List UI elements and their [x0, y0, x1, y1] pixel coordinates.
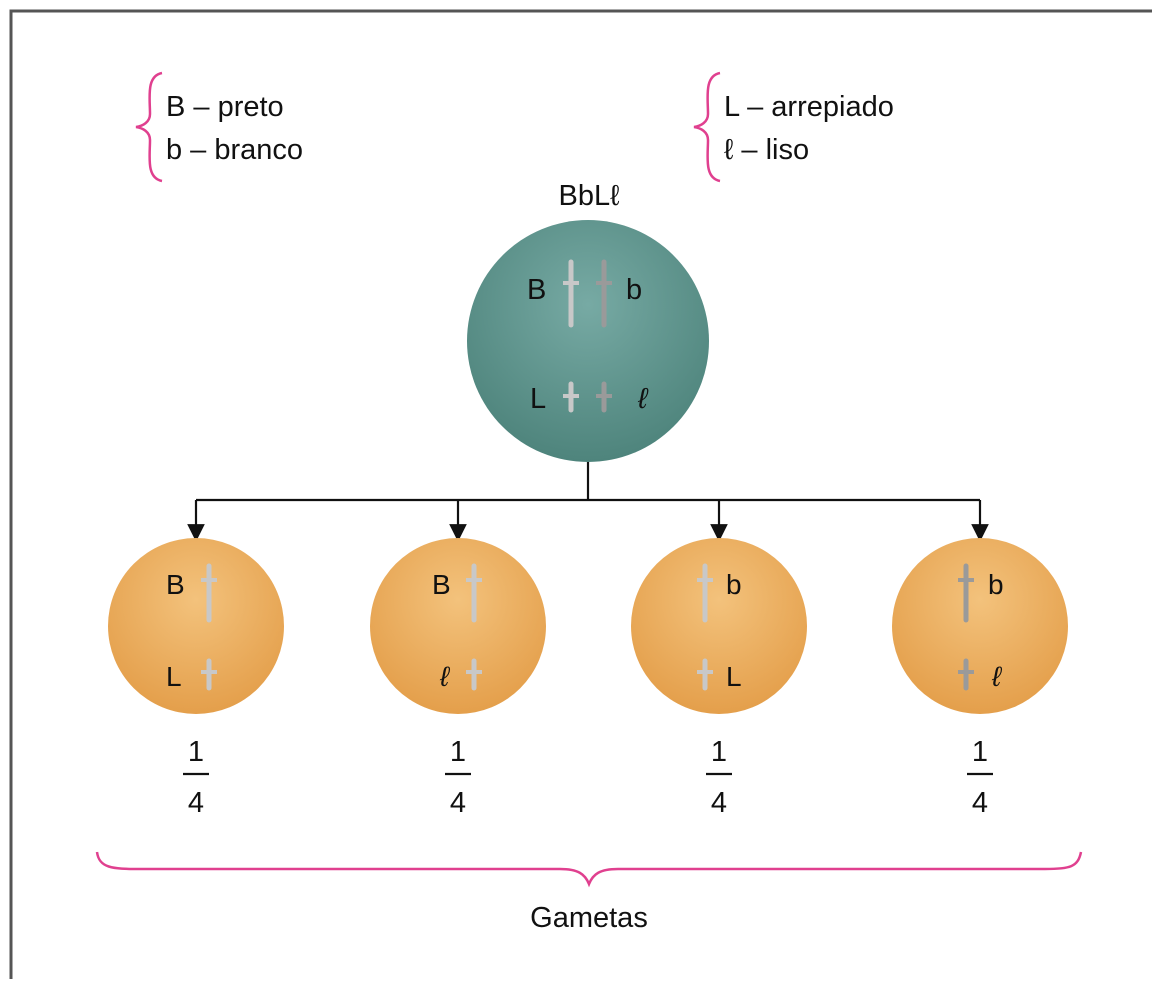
- probability-denominator: 4: [711, 787, 727, 819]
- legend-item-b: b – branco: [166, 134, 303, 166]
- caption-gametas: Gametas: [530, 902, 648, 934]
- gamete-allele-top: B: [166, 569, 185, 600]
- gamete-allele-bottom: ℓ: [991, 661, 1003, 692]
- probability-numerator: 1: [450, 736, 466, 768]
- connector: [187, 462, 989, 542]
- legend-texture: L – arrepiado ℓ – liso: [693, 71, 894, 183]
- gamete-allele-top: b: [988, 569, 1004, 600]
- parent-cell: [467, 220, 709, 462]
- legend-color: B – preto b – branco: [135, 71, 303, 183]
- legend-item-l: ℓ – liso: [724, 134, 809, 166]
- probability-numerator: 1: [188, 736, 204, 768]
- parent-short-chromosome-pair: [563, 381, 612, 413]
- gamete-cell: [631, 538, 807, 714]
- parent-allele-l: ℓ: [637, 383, 649, 415]
- parent-allele-b: b: [626, 274, 642, 306]
- gamete-allele-top: b: [726, 569, 742, 600]
- probability-denominator: 4: [450, 787, 466, 819]
- probability-denominator: 4: [188, 787, 204, 819]
- parent-genotype: BbLℓ: [559, 180, 621, 212]
- gamete-4: b ℓ 1 4: [892, 538, 1068, 819]
- gamete-cell: [108, 538, 284, 714]
- gamete-1: B L 1 4: [108, 538, 284, 819]
- legend-item-B: B – preto: [166, 91, 284, 123]
- legend-color-brace: [135, 71, 163, 183]
- probability-numerator: 1: [711, 736, 727, 768]
- gamete-allele-bottom: L: [726, 661, 742, 692]
- gamete-allele-bottom: ℓ: [439, 661, 451, 692]
- gamete-allele-bottom: L: [166, 661, 182, 692]
- parent-allele-L: L: [530, 383, 546, 415]
- parent-cell-group: BbLℓ B b L ℓ: [467, 180, 709, 462]
- probability-denominator: 4: [972, 787, 988, 819]
- parent-long-chromosome-pair: [563, 259, 612, 328]
- gamete-2: B ℓ 1 4: [370, 538, 546, 819]
- legend-texture-brace: [693, 71, 721, 183]
- gamete-3: b L 1 4: [631, 538, 807, 819]
- figure-frame: [9, 9, 1152, 984]
- probability-numerator: 1: [972, 736, 988, 768]
- gamete-cell: [370, 538, 546, 714]
- gametes-brace: [95, 851, 1083, 888]
- parent-allele-B: B: [527, 274, 546, 306]
- gamete-allele-top: B: [432, 569, 451, 600]
- legend-item-L: L – arrepiado: [724, 91, 894, 123]
- gamete-cell: [892, 538, 1068, 714]
